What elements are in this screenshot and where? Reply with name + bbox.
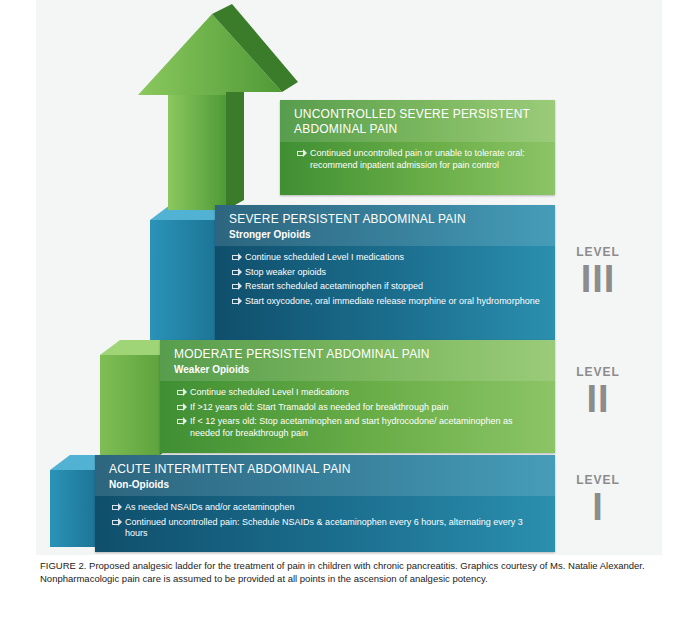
bullet-item: Continue scheduled Level I medications [190,387,543,399]
band-header: MODERATE PERSISTENT ABDOMINAL PAINWeaker… [160,340,555,381]
pain-level-band: SEVERE PERSISTENT ABDOMINAL PAINStronger… [215,205,555,340]
bullet-item: Start oxycodone, oral immediate release … [245,296,543,308]
band-header: UNCONTROLLED SEVERE PERSISTENT ABDOMINAL… [280,100,555,142]
band-body: Continue scheduled Level I medicationsSt… [215,246,555,319]
band-subtitle: Weaker Opioids [174,363,543,376]
band-body: Continued uncontrolled pain or unable to… [280,142,555,182]
pain-level-band: MODERATE PERSISTENT ABDOMINAL PAINWeaker… [160,340,555,453]
band-heading: ACUTE INTERMITTENT ABDOMINAL PAIN [109,462,543,477]
step-front [100,355,160,455]
level-numeral: I [568,488,628,526]
bullet-item: Stop weaker opioids [245,267,543,279]
bullet-item: As needed NSAIDs and/or acetaminophen [125,502,543,514]
arrow-side [226,80,244,210]
band-body: As needed NSAIDs and/or acetaminophenCon… [95,496,555,551]
bullet-item: If < 12 years old: Stop acetaminophen an… [190,416,543,439]
arrow-shaft [168,92,226,210]
step-front [150,220,215,340]
band-heading: MODERATE PERSISTENT ABDOMINAL PAIN [174,347,543,362]
band-header: SEVERE PERSISTENT ABDOMINAL PAINStronger… [215,205,555,246]
bullet-item: Continue scheduled Level I medications [245,252,543,264]
step-front [50,470,95,547]
band-heading: UNCONTROLLED SEVERE PERSISTENT ABDOMINAL… [294,107,543,137]
arrow-head-side [212,4,298,92]
figure-caption: FIGURE 2. Proposed analgesic ladder for … [40,560,650,586]
bullet-item: If >12 years old: Start Tramadol as need… [190,402,543,414]
pain-level-band: ACUTE INTERMITTENT ABDOMINAL PAINNon-Opi… [95,455,555,552]
band-subtitle: Non-Opioids [109,478,543,491]
level-numeral: III [568,260,628,298]
level-word: LEVEL [568,365,628,379]
band-heading: SEVERE PERSISTENT ABDOMINAL PAIN [229,212,543,227]
band-header: ACUTE INTERMITTENT ABDOMINAL PAINNon-Opi… [95,455,555,496]
background-panel [36,0,662,555]
bullet-item: Restart scheduled acetaminophen if stopp… [245,281,543,293]
band-subtitle: Stronger Opioids [229,228,543,241]
bullet-item: Continued uncontrolled pain or unable to… [310,148,543,171]
level-numeral: II [568,380,628,418]
band-body: Continue scheduled Level I medicationsIf… [160,381,555,451]
level-word: LEVEL [568,473,628,487]
level-word: LEVEL [568,245,628,259]
pain-level-band: UNCONTROLLED SEVERE PERSISTENT ABDOMINAL… [280,100,555,195]
bullet-item: Continued uncontrolled pain: Schedule NS… [125,517,543,540]
